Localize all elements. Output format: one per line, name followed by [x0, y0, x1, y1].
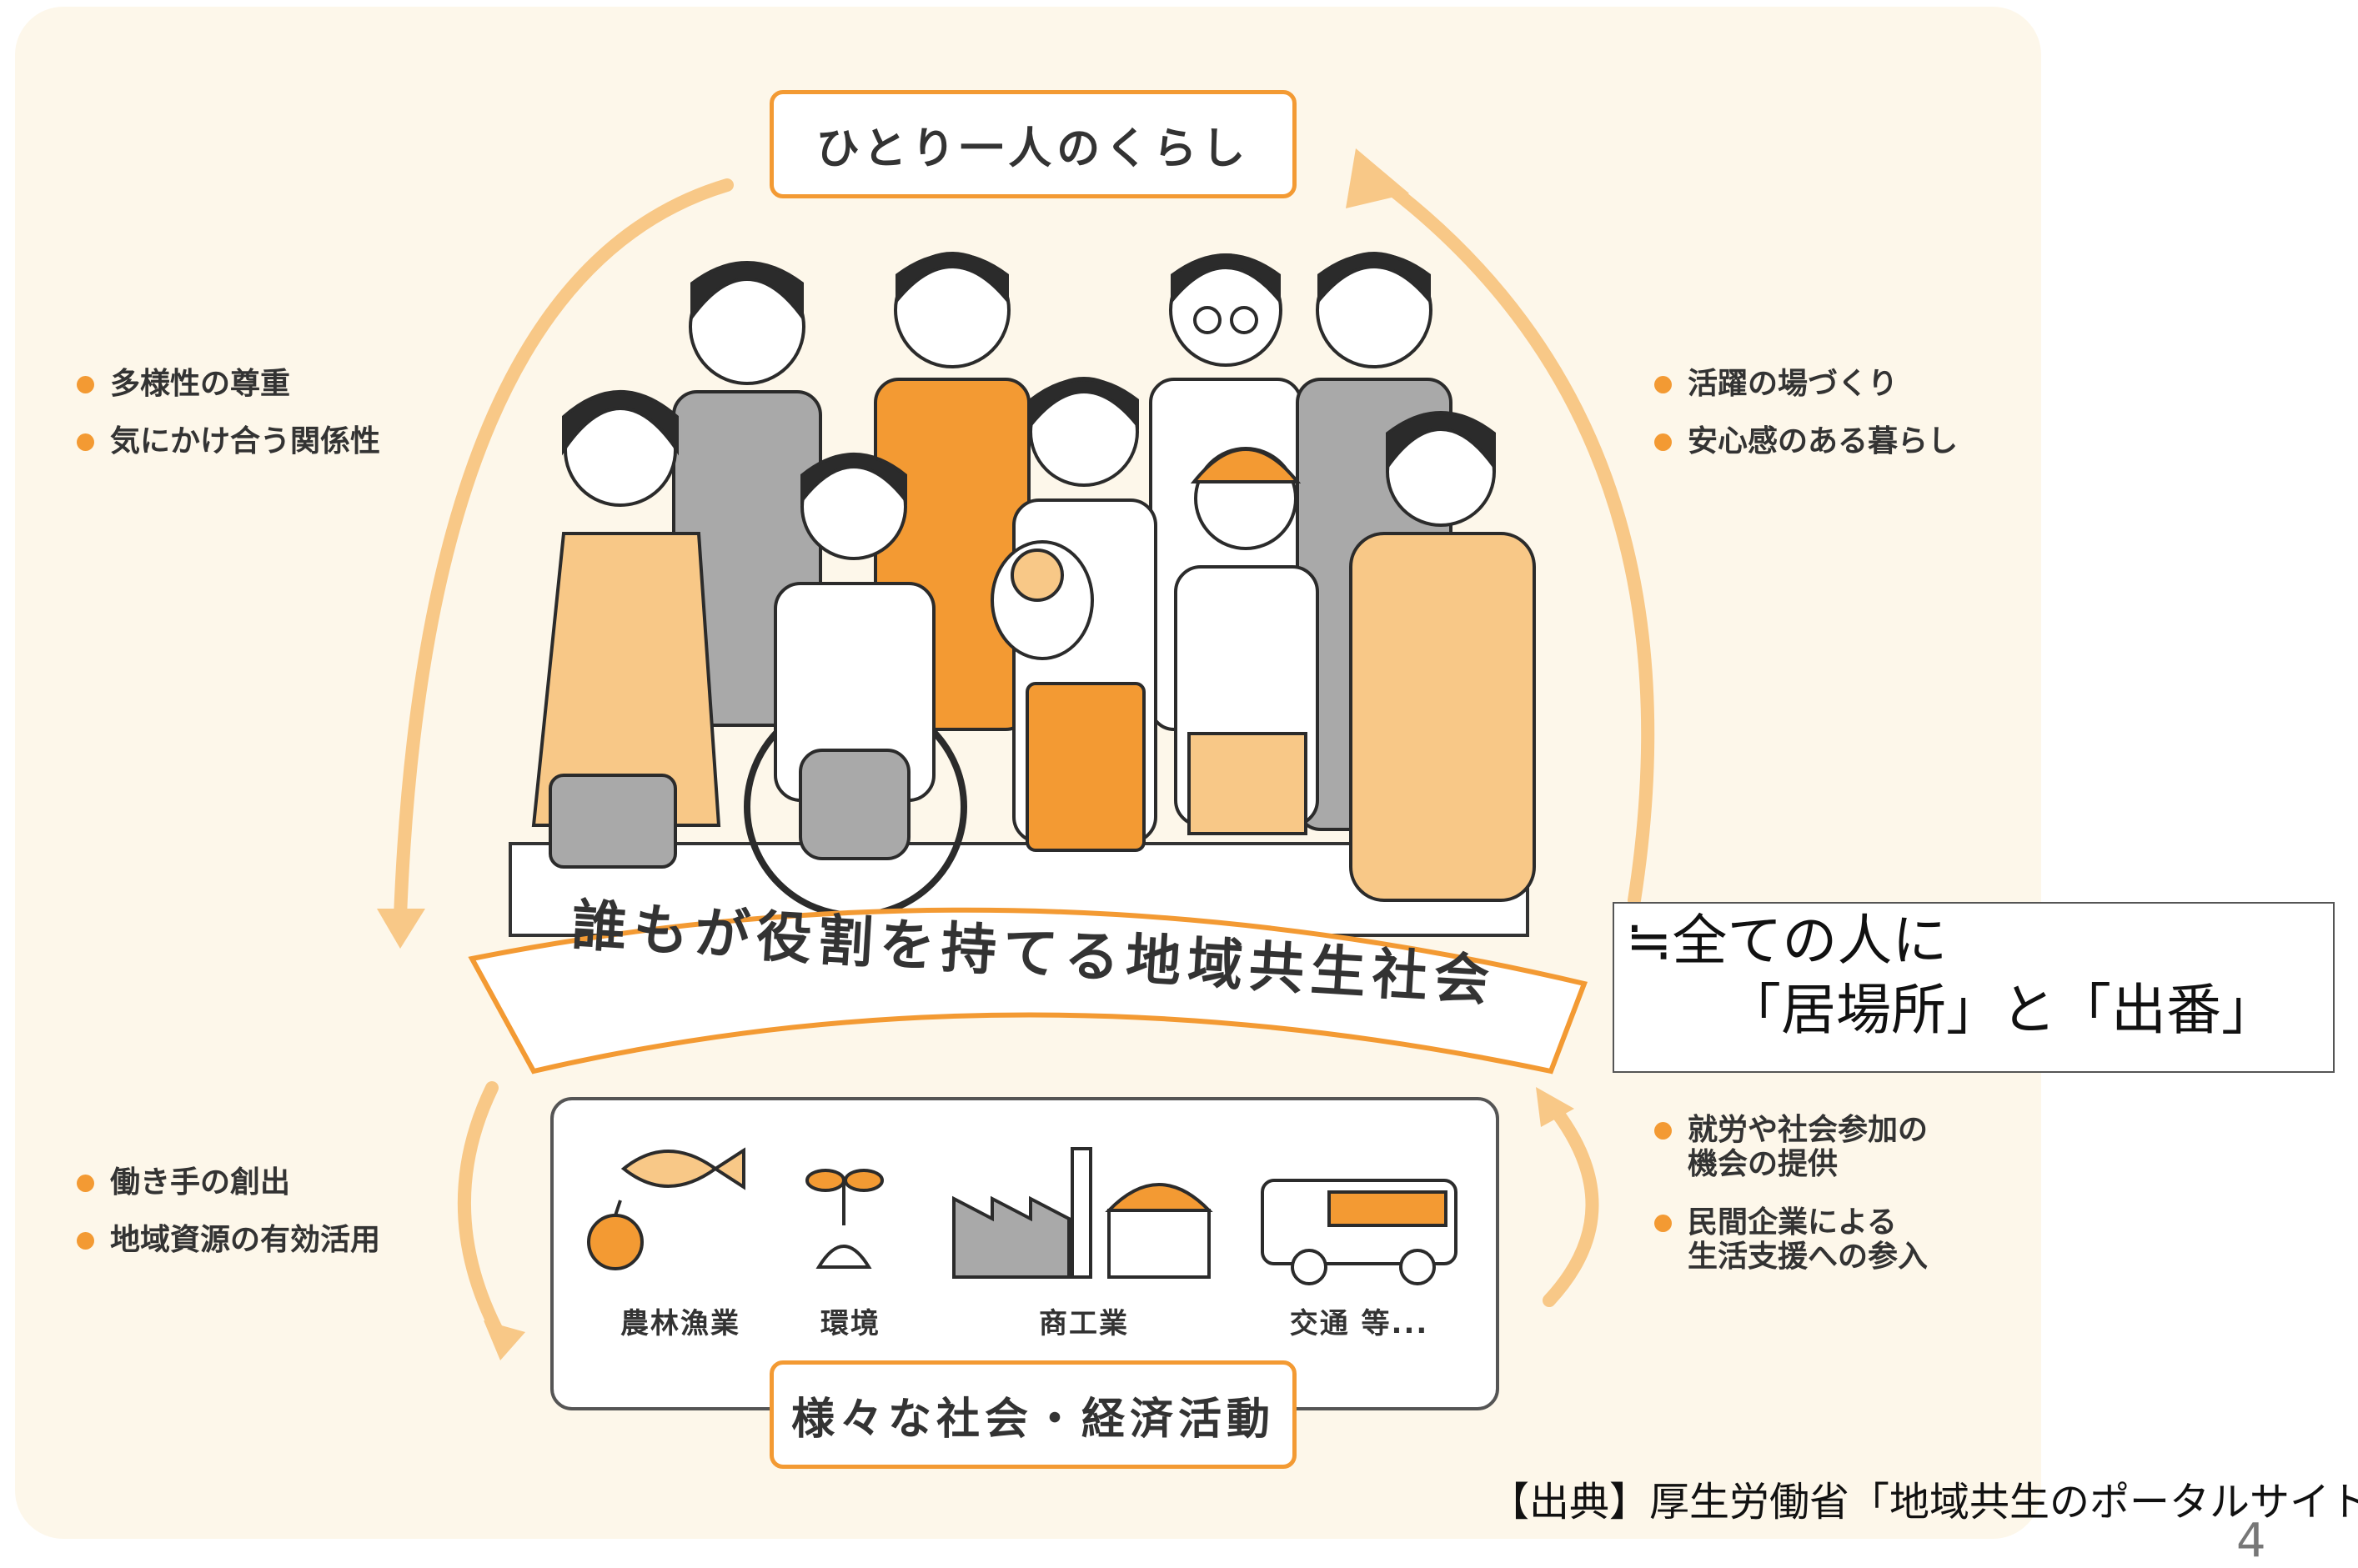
bullet-text: 活躍の場づくり [1688, 367, 1899, 401]
list-item: 多様性の尊重 [77, 367, 380, 401]
list-item: 気にかけ合う関係性 [77, 424, 380, 458]
list-top-right: 活躍の場づくり 安心感のある暮らし [1654, 367, 1958, 483]
bullet-dot [1654, 1122, 1672, 1140]
arrowhead-bottom-right [1536, 1087, 1574, 1127]
bullet-text: 地域資源の有効活用 [110, 1223, 381, 1258]
cycle-arrows [394, 164, 1655, 1340]
activity-label-commerce: 商工業 [1039, 1307, 1129, 1340]
bullet-text: 就労や社会参加の 機会の提供 [1688, 1113, 1929, 1182]
person-schoolgirl [531, 390, 721, 869]
callout-box: ≒全ての人に 「居場所」と「出番」 [1613, 902, 2335, 1073]
arrow-heads [377, 148, 1574, 1360]
list-item: 就労や社会参加の 機会の提供 [1654, 1113, 1928, 1182]
bullet-dot [77, 433, 94, 452]
arrowhead-top-left [377, 909, 425, 949]
banner-shape [468, 907, 1588, 1075]
bullet-dot [77, 1175, 94, 1192]
people-group [531, 252, 1536, 919]
callout-line-2: 「居場所」と「出番」 [1726, 977, 2276, 1042]
activity-label-transport: 交通 等... [1289, 1307, 1429, 1340]
list-bottom-right: 就労や社会参加の 機会の提供 民間企業による 生活支援への参入 [1654, 1113, 1928, 1298]
source-citation: 【出典】厚生労働省「地域共生のポータルサイト [1489, 1479, 2358, 1525]
fish-apple-icon [587, 1147, 745, 1270]
arrow-bottom-right [1543, 1098, 1599, 1307]
factory-shop-icon [952, 1147, 1213, 1279]
bullet-dot [77, 376, 94, 393]
callout-line-1: ≒全ての人に [1626, 909, 1948, 973]
list-item: 安心感のある暮らし [1654, 424, 1958, 458]
arrowhead-top-right [1346, 148, 1409, 208]
sprout-icon [805, 1169, 884, 1269]
arrow-bottom-left [458, 1081, 505, 1340]
bullet-dot [1654, 433, 1672, 452]
activity-label-agriculture: 農林漁業 [620, 1307, 740, 1340]
list-top-left: 多様性の尊重 気にかけ合う関係性 [77, 367, 380, 483]
arrow-top-right [1361, 164, 1655, 907]
bullet-dot [77, 1232, 94, 1250]
person-boy-cap [1174, 447, 1319, 835]
bullet-text: 働き手の創出 [110, 1165, 291, 1200]
arrowhead-bottom-left [484, 1320, 525, 1360]
list-bottom-left: 働き手の創出 地域資源の有効活用 [77, 1165, 380, 1281]
top-label: ひとり一人のくらし [770, 90, 1297, 198]
bullet-text: 安心感のある暮らし [1688, 424, 1959, 459]
activity-label-environment: 環境 [820, 1307, 880, 1340]
bullet-text: 民間企業による 生活支援への参入 [1688, 1205, 1929, 1275]
list-item: 働き手の創出 [77, 1165, 380, 1200]
list-item: 民間企業による 生活支援への参入 [1654, 1205, 1928, 1275]
bullet-dot [1654, 1214, 1672, 1232]
bullet-text: 多様性の尊重 [110, 367, 291, 401]
person-mother-baby [991, 377, 1157, 852]
list-item: 活躍の場づくり [1654, 367, 1958, 401]
activity-icons [587, 1147, 1457, 1285]
bus-icon [1261, 1179, 1457, 1285]
bottom-label: 様々な社会・経済活動 [770, 1360, 1297, 1469]
list-item: 地域資源の有効活用 [77, 1223, 380, 1257]
bullet-text: 気にかけ合う関係性 [110, 424, 381, 459]
arrow-top-left [394, 178, 734, 924]
page-number: 4 [2236, 1514, 2266, 1568]
bullet-dot [1654, 376, 1672, 393]
person-wheelchair [744, 453, 967, 919]
person-grandmother [1349, 411, 1536, 902]
